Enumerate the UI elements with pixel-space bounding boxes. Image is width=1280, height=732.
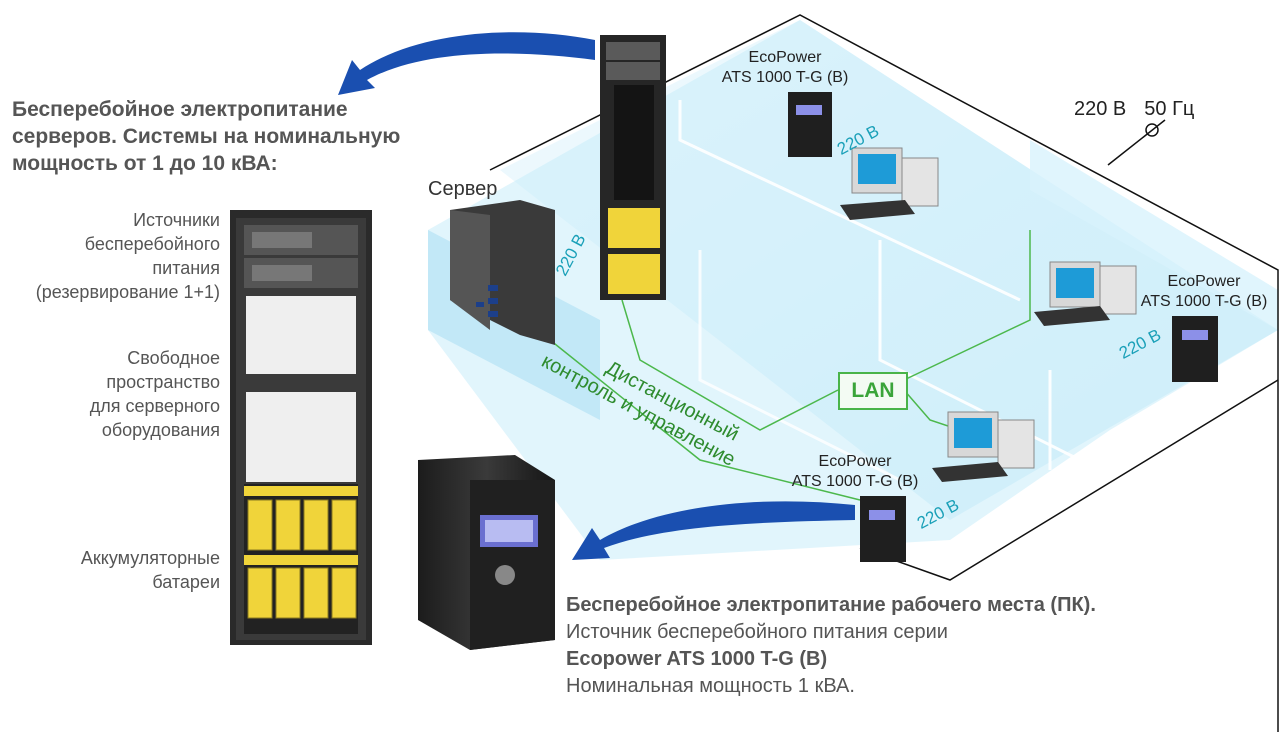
- ups-label-right: EcoPower ATS 1000 T-G (B): [1140, 273, 1268, 310]
- label-ups-modules: Источники бесперебойного питания (резерв…: [35, 210, 220, 302]
- server-rack-large: [230, 210, 372, 645]
- arrow-to-workstation-ups-icon: [572, 501, 855, 560]
- lan-network-lines: [549, 230, 1031, 501]
- server-rack-small: [600, 35, 666, 300]
- ups-large: [418, 455, 555, 650]
- ups-small-top: [788, 92, 832, 157]
- label-batteries: Аккумуляторные батареи: [80, 548, 220, 592]
- ups-small-right: [1172, 316, 1218, 382]
- ups-label-bottom: EcoPower ATS 1000 T-G (B): [791, 453, 919, 490]
- ups-small-bottom: [860, 496, 906, 562]
- ups-label-top: EcoPower ATS 1000 T-G (B): [721, 49, 849, 86]
- arrow-to-server-rack-icon: [338, 32, 595, 95]
- servers-section-title: Бесперебойное электропитание серверов. С…: [12, 98, 401, 175]
- pc-bottom: [932, 411, 1035, 482]
- server-label: Сервер: [428, 178, 498, 200]
- label-free-space: Свободное пространство для серверного об…: [89, 348, 220, 440]
- tower-server: [450, 200, 555, 345]
- workstation-section-text: Бесперебойное электропитание рабочего ме…: [566, 594, 1096, 697]
- pc-top: [840, 147, 939, 220]
- pc-right: [1034, 261, 1137, 326]
- lan-badge: LAN: [838, 372, 908, 410]
